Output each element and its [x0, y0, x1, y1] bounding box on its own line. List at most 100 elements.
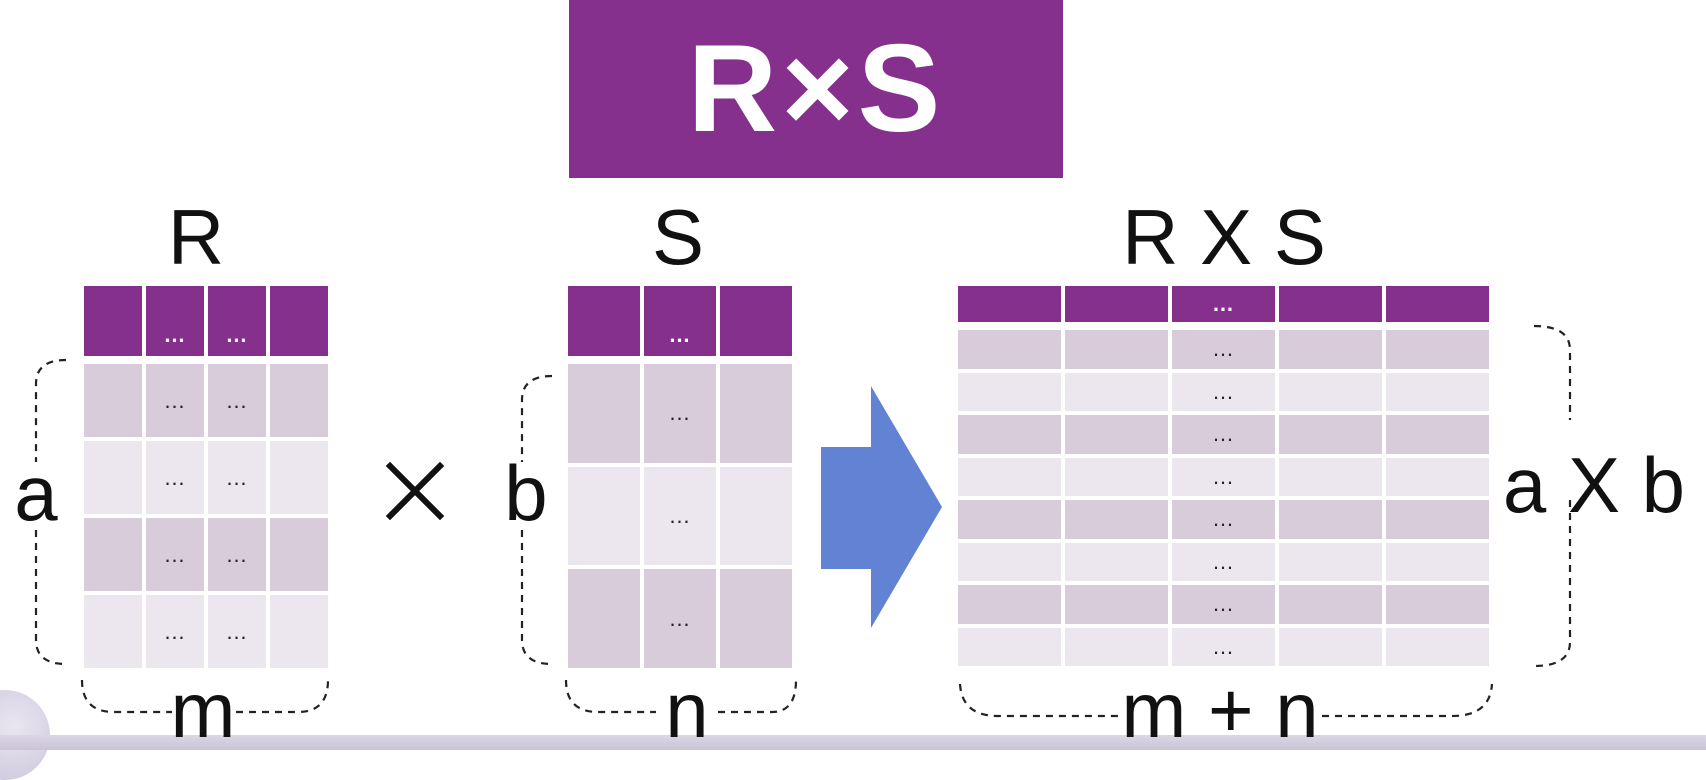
r-table-cell: [268, 439, 330, 516]
r-table-cell: …: [206, 362, 268, 439]
product-rows-label: a X b: [1502, 441, 1686, 529]
s-cols-label: n: [665, 666, 709, 754]
r-header-cell: [82, 284, 144, 358]
title-banner: R×S: [569, 0, 1063, 178]
product-table-cell: [956, 370, 1063, 413]
product-table-cell: [1063, 328, 1170, 371]
r-table-cell: [268, 516, 330, 593]
diagram-overlay: [34, 324, 1572, 718]
product-table-cell: [1277, 625, 1384, 668]
product-table-cell: …: [1170, 498, 1277, 541]
product-table-cell: [1063, 540, 1170, 583]
product-table-cell: [1277, 328, 1384, 371]
product-table-cell: [1384, 328, 1491, 371]
product-table-cell: …: [1170, 370, 1277, 413]
r-table-cell: [268, 593, 330, 670]
product-table-cell: …: [1170, 413, 1277, 456]
product-header-cell: …: [1170, 284, 1277, 324]
decorative-bottom-band: [0, 735, 1706, 750]
s-table-cell: …: [642, 567, 718, 671]
product-header-cell: [956, 284, 1063, 324]
product-table-cell: [956, 455, 1063, 498]
s-table-cell: [566, 567, 642, 671]
r-table-cell: …: [206, 516, 268, 593]
product-table-cell: [1384, 370, 1491, 413]
product-table-cell: [1063, 583, 1170, 626]
product-table-cell: …: [1170, 625, 1277, 668]
product-table-cell: …: [1170, 455, 1277, 498]
table-r: …………………………: [82, 284, 330, 670]
product-cols-label: m + n: [1121, 666, 1319, 754]
product-table-cell: [956, 625, 1063, 668]
r-cols-label: m: [170, 666, 236, 754]
product-header-cell: [1277, 284, 1384, 324]
r-table-cell: [82, 516, 144, 593]
s-table-cell: [566, 464, 642, 568]
r-header-cell: …: [206, 284, 268, 358]
product-table-cell: [1063, 625, 1170, 668]
product-table-cell: [1384, 583, 1491, 626]
product-table-cell: [1277, 540, 1384, 583]
product-table-cell: [1063, 413, 1170, 456]
r-table-cell: [268, 362, 330, 439]
table-s-label: S: [651, 193, 705, 281]
product-table-cell: [956, 328, 1063, 371]
table-r-label: R: [167, 193, 225, 281]
r-table-cell: …: [144, 362, 206, 439]
r-table-cell: [82, 593, 144, 670]
r-table-cell: …: [144, 593, 206, 670]
r-table-cell: [82, 439, 144, 516]
s-table-cell: [718, 362, 794, 465]
times-operator-icon: [385, 461, 445, 521]
product-table-cell: …: [1170, 328, 1277, 371]
s-cols-brace: [564, 679, 798, 714]
braces: [34, 324, 1572, 718]
product-table-cell: [956, 498, 1063, 541]
s-table-cell: [718, 464, 794, 568]
product-cols-brace: [958, 683, 1494, 718]
s-rows-brace: [520, 374, 553, 666]
product-table-cell: [1384, 413, 1491, 456]
s-table-cell: [566, 362, 642, 465]
r-cols-brace: [80, 679, 330, 714]
r-rows-brace: [34, 358, 67, 666]
r-header-cell: [268, 284, 330, 358]
product-table-cell: [1384, 625, 1491, 668]
product-table-cell: [1277, 498, 1384, 541]
product-table-cell: [1277, 370, 1384, 413]
s-header-cell: …: [642, 284, 718, 358]
product-table-cell: [956, 583, 1063, 626]
r-rows-label: a: [14, 449, 58, 537]
product-rows-brace: [1533, 324, 1572, 668]
product-table-cell: [1063, 370, 1170, 413]
r-table-cell: …: [144, 439, 206, 516]
product-table-cell: …: [1170, 583, 1277, 626]
s-table-cell: …: [642, 362, 718, 465]
table-s: …………: [566, 284, 794, 671]
product-table-cell: [1063, 455, 1170, 498]
r-table-cell: [82, 362, 144, 439]
product-header-cell: [1384, 284, 1491, 324]
product-table-cell: …: [1170, 540, 1277, 583]
r-table-cell: …: [206, 439, 268, 516]
s-table-cell: [718, 567, 794, 671]
s-rows-label: b: [504, 449, 548, 537]
product-table-cell: [956, 540, 1063, 583]
product-table-cell: [1063, 498, 1170, 541]
s-table-cell: …: [642, 464, 718, 568]
s-header-cell: [566, 284, 642, 358]
table-product: ………………………: [956, 284, 1491, 668]
product-table-cell: [1277, 583, 1384, 626]
right-arrow-icon: [821, 386, 942, 628]
product-table-cell: [1277, 455, 1384, 498]
s-header-cell: [718, 284, 794, 358]
product-table-cell: [1277, 413, 1384, 456]
product-table-cell: [956, 413, 1063, 456]
r-header-cell: …: [144, 284, 206, 358]
product-table-cell: [1384, 498, 1491, 541]
r-table-cell: …: [144, 516, 206, 593]
table-product-label: R X S: [1122, 193, 1326, 281]
product-table-cell: [1384, 455, 1491, 498]
r-table-cell: …: [206, 593, 268, 670]
product-header-cell: [1063, 284, 1170, 324]
